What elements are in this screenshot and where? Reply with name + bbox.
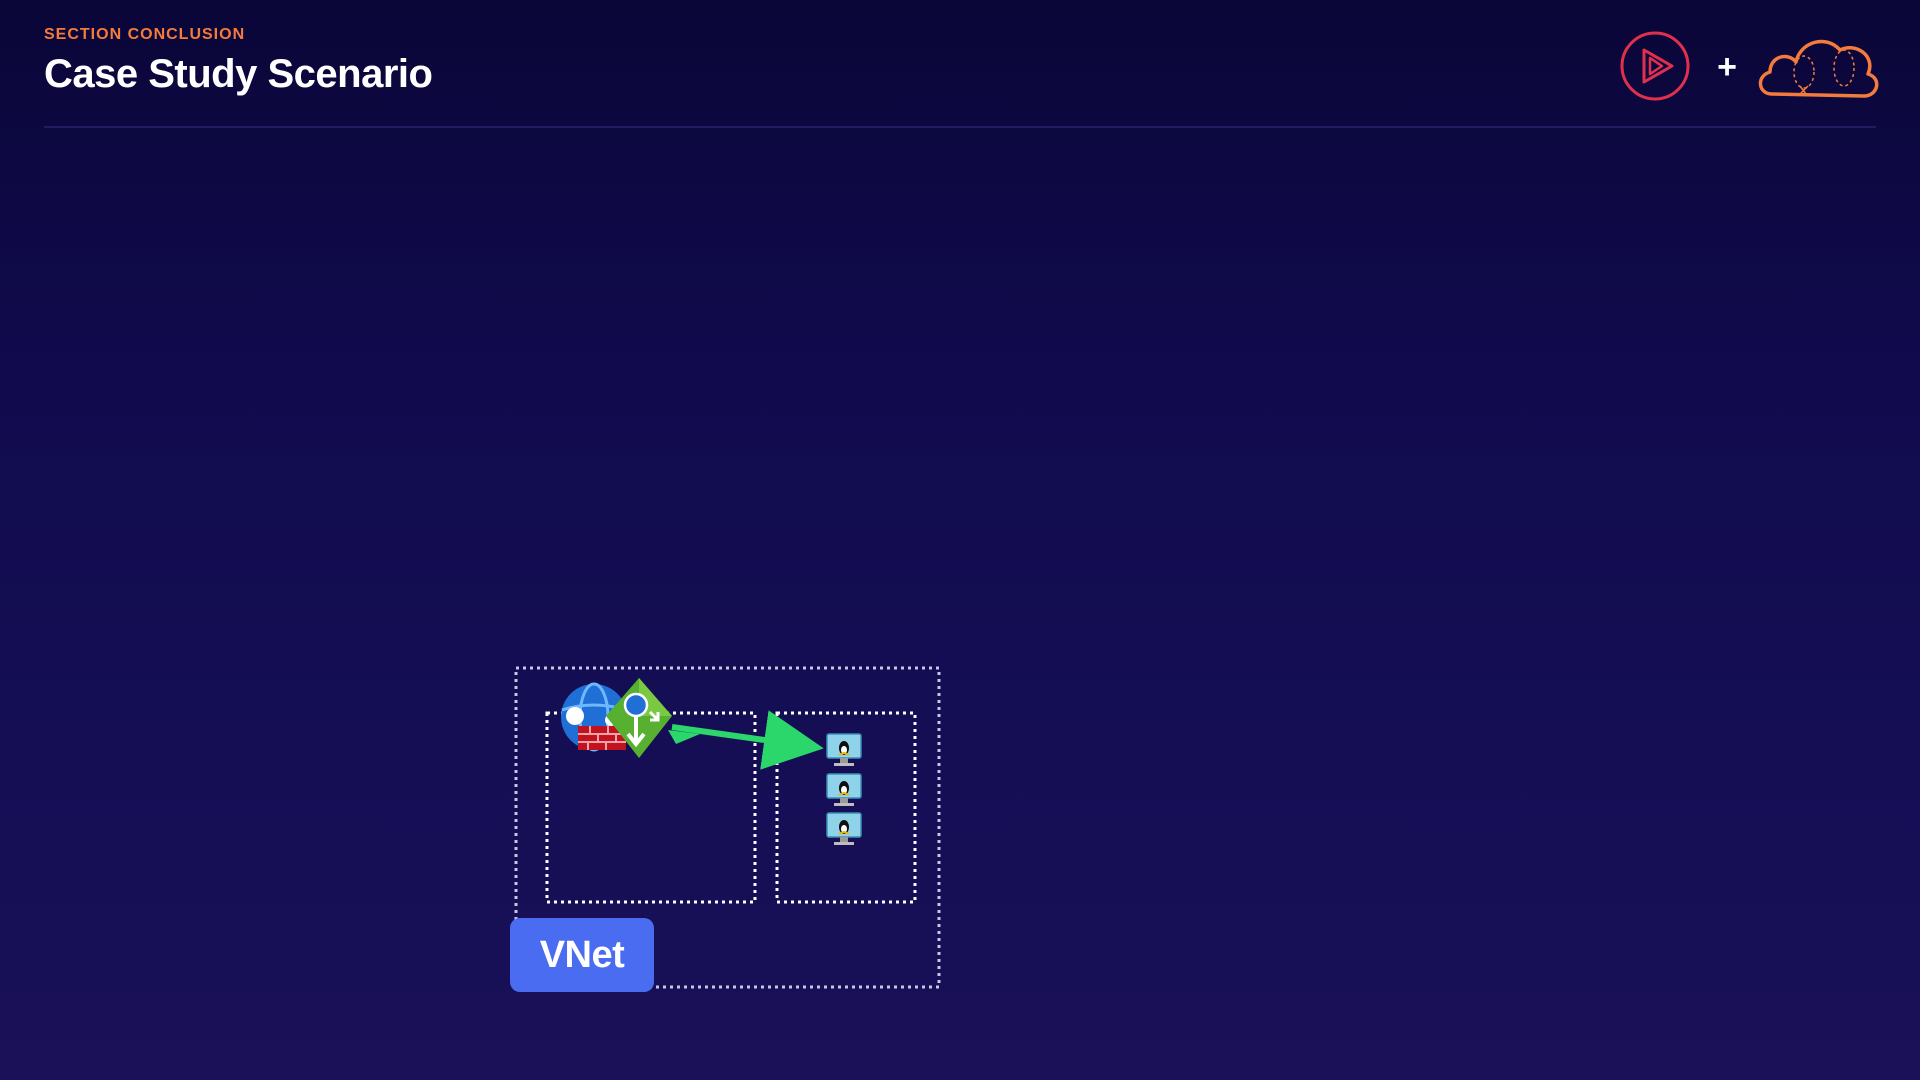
linux-vm-icon: [826, 812, 862, 845]
linux-vm-icon: [826, 733, 862, 766]
plus-sign: +: [1717, 48, 1737, 86]
play-circle-icon: [1620, 31, 1690, 101]
cloud-icon: [1758, 39, 1879, 98]
brand-logos: +: [1620, 28, 1880, 108]
app-gateway-icon: [606, 678, 672, 758]
subnet-right: [775, 711, 917, 904]
linux-vm-icon: [826, 773, 862, 806]
brand-logos-svg: +: [1620, 31, 1879, 101]
section-eyebrow: SECTION CONCLUSION: [44, 26, 246, 43]
vnet-label: VNet: [510, 918, 654, 992]
header-divider: [44, 126, 1876, 128]
firewall-icon: [561, 682, 627, 752]
slide-header: SECTION CONCLUSION Case Study Scenario: [44, 26, 433, 97]
slide-title: Case Study Scenario: [44, 52, 433, 96]
traffic-arrow: [668, 710, 824, 770]
subnet-left: [545, 711, 757, 904]
